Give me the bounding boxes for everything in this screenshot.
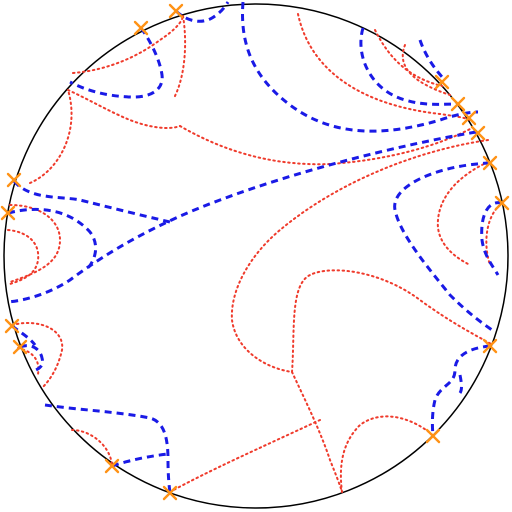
blue-curve <box>19 344 44 372</box>
blue-curve <box>12 179 171 224</box>
red-curve <box>230 139 489 373</box>
x-marker <box>482 338 498 354</box>
blue-curve <box>241 1 479 133</box>
blue-curve <box>69 27 164 99</box>
x-marker <box>461 110 477 126</box>
red-curve <box>179 125 473 166</box>
blue-curve <box>480 201 503 276</box>
x-marker <box>425 428 441 444</box>
boundary-markers <box>0 3 510 501</box>
red-curve <box>17 347 40 375</box>
red-curve <box>401 44 451 96</box>
blue-curve <box>7 130 477 304</box>
blue-curve <box>174 1 230 23</box>
red-curve <box>291 269 494 373</box>
red-curve <box>67 89 181 129</box>
red-curve <box>173 15 187 99</box>
x-marker <box>482 155 498 171</box>
red-curve <box>374 29 443 87</box>
x-marker <box>450 96 466 112</box>
blue-curve <box>44 403 172 494</box>
boundary-circle <box>3 3 509 509</box>
red-curve <box>71 429 113 466</box>
red-curve <box>29 89 73 184</box>
red-dotted-curves <box>7 13 501 493</box>
x-marker <box>470 125 486 141</box>
blue-curve <box>7 207 98 269</box>
blue-dashed-curves <box>7 1 503 494</box>
blue-curve <box>111 452 169 468</box>
x-marker <box>162 485 178 501</box>
blue-curve <box>359 27 459 106</box>
red-curve <box>291 371 343 493</box>
red-curve <box>297 13 471 121</box>
blue-curve <box>430 344 491 437</box>
blue-curve <box>418 39 447 82</box>
x-marker <box>434 74 450 90</box>
blue-curve <box>458 374 463 394</box>
red-curve <box>339 415 436 493</box>
red-curve <box>436 161 489 266</box>
x-marker <box>104 458 120 474</box>
x-marker <box>0 205 16 221</box>
red-curve <box>7 229 40 285</box>
x-marker <box>12 339 28 355</box>
x-marker <box>6 172 22 188</box>
blue-curve <box>393 161 493 332</box>
x-marker <box>133 20 149 36</box>
red-curve <box>72 15 184 74</box>
x-marker <box>168 3 184 19</box>
x-marker <box>4 318 20 334</box>
red-curve <box>11 322 64 389</box>
x-marker <box>494 195 510 211</box>
red-curve <box>169 419 321 493</box>
